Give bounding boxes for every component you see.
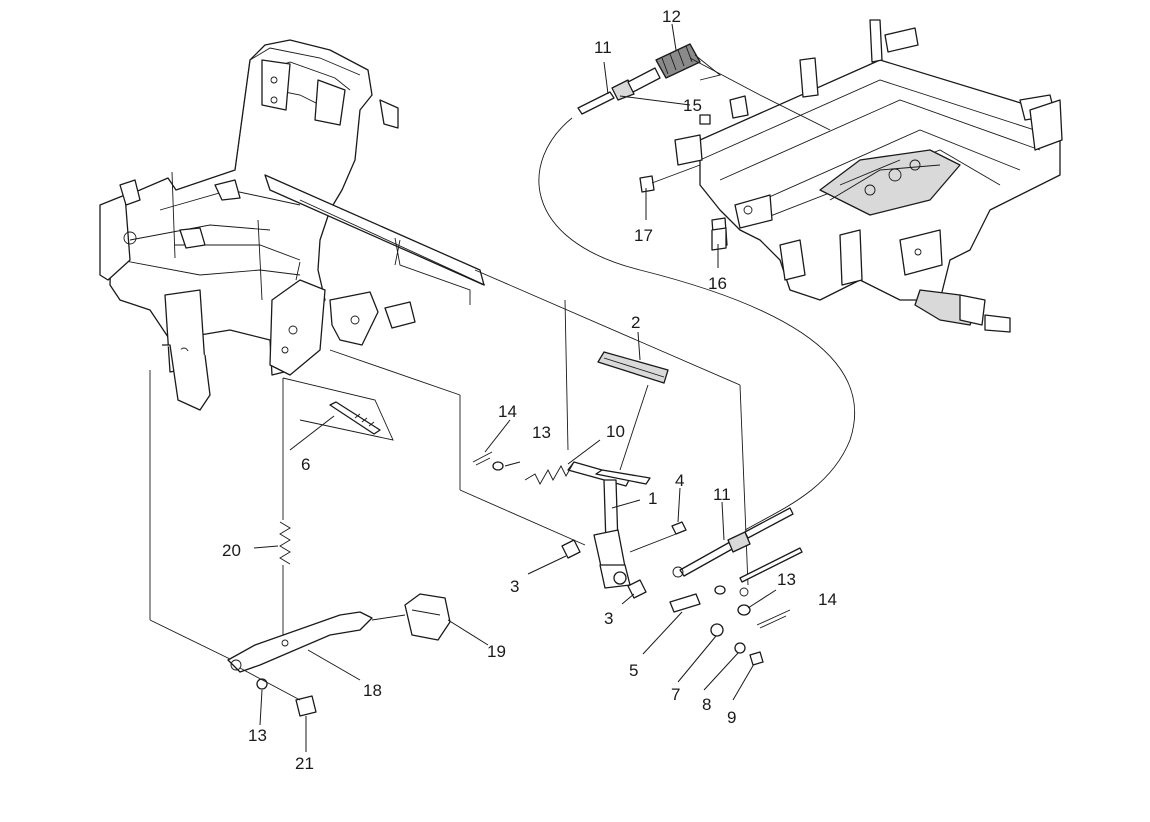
callout-8: 8 xyxy=(702,695,711,714)
callout-11-upper: 11 xyxy=(594,38,612,57)
callout-3b: 3 xyxy=(604,609,613,628)
callout-14-right: 14 xyxy=(818,590,837,609)
callout-5: 5 xyxy=(629,661,638,680)
callout-13-right: 13 xyxy=(777,570,796,589)
callout-19: 19 xyxy=(487,642,506,661)
lower-linkage xyxy=(329,239,803,666)
callout-2: 2 xyxy=(631,313,640,332)
pedal-frame-assembly xyxy=(99,39,486,411)
callout-13-lower: 13 xyxy=(248,726,267,745)
callout-13-upper: 13 xyxy=(532,423,551,442)
callout-20: 20 xyxy=(222,541,241,560)
callout-6: 6 xyxy=(301,455,310,474)
callout-labels: 1 2 3 3 4 5 6 7 8 9 10 11 11 12 13 13 13… xyxy=(222,7,837,773)
callout-11-lower: 11 xyxy=(713,485,731,504)
chassis-assembly xyxy=(674,19,1063,333)
pedal-parts xyxy=(149,370,451,717)
callout-14-upper: 14 xyxy=(498,402,517,421)
callout-12: 12 xyxy=(662,7,681,26)
callout-3: 3 xyxy=(510,577,519,596)
callout-18: 18 xyxy=(363,681,382,700)
callout-16: 16 xyxy=(708,274,727,293)
callout-7: 7 xyxy=(671,685,680,704)
upper-cable xyxy=(538,43,856,531)
callout-21: 21 xyxy=(295,754,314,773)
upper-small-parts xyxy=(639,114,727,251)
callout-10: 10 xyxy=(606,422,625,441)
callout-4: 4 xyxy=(675,471,684,490)
callout-15: 15 xyxy=(683,96,702,115)
callout-1: 1 xyxy=(648,489,657,508)
callout-9: 9 xyxy=(727,708,736,727)
leader-lines xyxy=(253,23,777,752)
callout-17: 17 xyxy=(634,226,653,245)
